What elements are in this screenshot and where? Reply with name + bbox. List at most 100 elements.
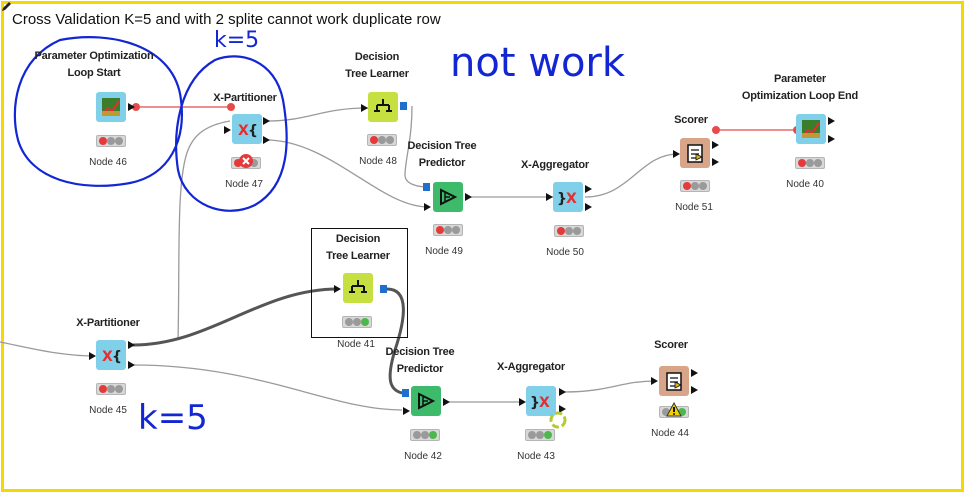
- node-47-label: X-Partitioner: [213, 92, 277, 104]
- data-in-port[interactable]: [224, 126, 231, 134]
- model-out-port[interactable]: [380, 285, 387, 293]
- data-in-port[interactable]: [424, 203, 431, 211]
- line-chart-icon[interactable]: [796, 114, 826, 144]
- predictor-icon[interactable]: [411, 386, 441, 416]
- wire-n47-n48: [265, 107, 369, 122]
- predictor-icon[interactable]: [433, 182, 463, 212]
- data-in-port[interactable]: [673, 150, 680, 158]
- model-out-port[interactable]: [400, 102, 407, 110]
- wire-n50-n51: [584, 153, 679, 198]
- data-in-port[interactable]: [546, 193, 553, 201]
- status-lights: [96, 383, 126, 395]
- node-id: Node 40: [786, 179, 824, 190]
- node-45-label: X-Partitioner: [76, 317, 140, 329]
- accuracy-out-port[interactable]: [712, 158, 719, 166]
- data-in-port[interactable]: [361, 104, 368, 112]
- model-in-port[interactable]: [402, 389, 409, 397]
- node-id: Node 43: [517, 451, 555, 462]
- data-in-port[interactable]: [89, 352, 96, 360]
- flow-variable-out-port[interactable]: [128, 103, 135, 111]
- node-id: Node 49: [425, 246, 463, 257]
- status-lights: [410, 429, 440, 441]
- scorer-icon[interactable]: [680, 138, 710, 168]
- svg-text:}: }: [530, 395, 540, 411]
- data-out-port[interactable]: [443, 398, 450, 406]
- model-in-port[interactable]: [423, 183, 430, 191]
- aggregator-icon[interactable]: }X: [526, 386, 556, 416]
- svg-text:}: }: [557, 191, 567, 207]
- svg-text:X: X: [238, 123, 249, 139]
- data-in-port[interactable]: [519, 398, 526, 406]
- wire-left-n45: [0, 341, 96, 357]
- annotation-k-bottom: k=5: [138, 398, 208, 438]
- confusion-matrix-out-port[interactable]: [691, 369, 698, 377]
- error-icon: [239, 154, 253, 168]
- data-out-port[interactable]: [465, 193, 472, 201]
- prediction-out-port[interactable]: [559, 388, 566, 396]
- node-51-label: Scorer: [674, 114, 708, 126]
- wire-n47-n49: [265, 139, 429, 208]
- data-in-port[interactable]: [403, 407, 410, 415]
- node-id: Node 47: [225, 179, 263, 190]
- node-id: Node 42: [404, 451, 442, 462]
- all-params-out-port[interactable]: [828, 135, 835, 143]
- partition-icon[interactable]: X{: [232, 114, 262, 144]
- train-out-port[interactable]: [128, 341, 135, 349]
- test-out-port[interactable]: [128, 361, 135, 369]
- error-out-port[interactable]: [585, 203, 592, 211]
- svg-text:X: X: [539, 395, 550, 411]
- node-id: Node 48: [359, 156, 397, 167]
- status-lights: [433, 224, 463, 236]
- node-id: Node 46: [89, 157, 127, 168]
- svg-text:X: X: [566, 191, 577, 207]
- status-lights: [342, 316, 372, 328]
- status-lights: [367, 134, 397, 146]
- status-lights: [680, 180, 710, 192]
- partition-icon[interactable]: X{: [96, 340, 126, 370]
- wire-n48-n49: [404, 105, 429, 188]
- aggregator-icon[interactable]: }X: [553, 182, 583, 212]
- node-43-label: X-Aggregator: [497, 361, 565, 373]
- executing-icon: [549, 411, 567, 429]
- node-id: Node 51: [675, 202, 713, 213]
- tree-learner-icon[interactable]: [368, 92, 398, 122]
- node-id: Node 50: [546, 247, 584, 258]
- workflow-annotation-title: Cross Validation K=5 and with 2 splite c…: [12, 11, 441, 28]
- svg-text:X: X: [102, 349, 113, 365]
- tree-learner-icon[interactable]: [343, 273, 373, 303]
- node-id: Node 45: [89, 405, 127, 416]
- error-out-port[interactable]: [559, 405, 566, 413]
- wire-n45-n42: [132, 364, 403, 411]
- wire-n41-n42: [386, 287, 405, 395]
- train-out-port[interactable]: [263, 117, 270, 125]
- warning-icon: [666, 402, 682, 417]
- data-in-port[interactable]: [334, 285, 341, 293]
- annotation-k-top: k=5: [214, 28, 260, 53]
- scorer-icon[interactable]: [659, 366, 689, 396]
- node-44-label: Scorer: [654, 339, 688, 351]
- wire-n45-n41: [132, 287, 339, 347]
- annotation-not-work: not work: [450, 40, 626, 86]
- wire-left-n47: [177, 120, 231, 341]
- accuracy-out-port[interactable]: [691, 386, 698, 394]
- best-params-out-port[interactable]: [828, 117, 835, 125]
- svg-text:{: {: [248, 123, 258, 139]
- line-chart-icon[interactable]: [96, 92, 126, 122]
- wire-n43-n44: [562, 380, 657, 393]
- test-out-port[interactable]: [263, 136, 270, 144]
- confusion-matrix-out-port[interactable]: [712, 141, 719, 149]
- node-50-label: X-Aggregator: [521, 159, 589, 171]
- node-id: Node 41: [337, 339, 375, 350]
- pencil-icon[interactable]: [1, 0, 13, 12]
- svg-text:{: {: [112, 349, 122, 365]
- prediction-out-port[interactable]: [585, 185, 592, 193]
- data-in-port[interactable]: [651, 377, 658, 385]
